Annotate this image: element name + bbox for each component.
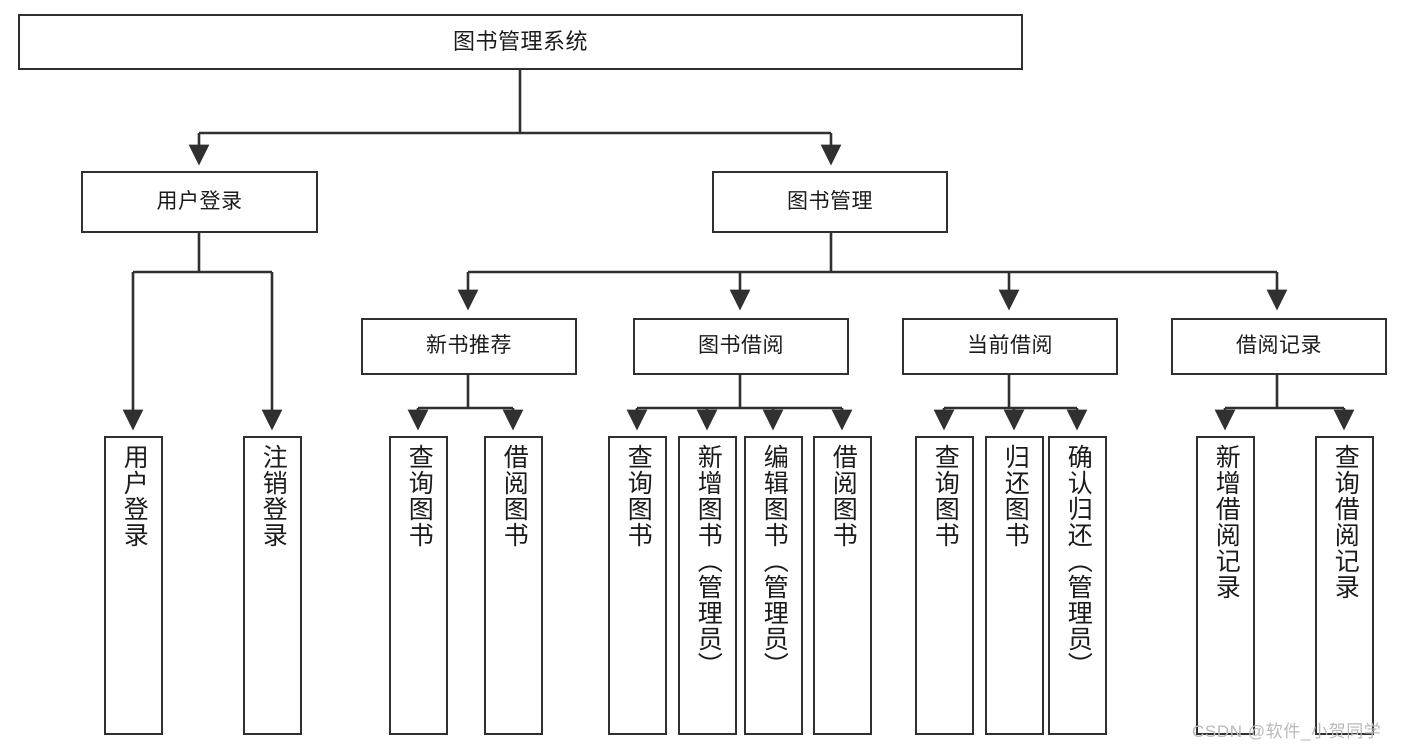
node-leaf-user-login-label: 用户登录 [120,444,149,548]
node-leaf-query-record-label: 查询借阅记录 [1331,444,1360,600]
node-leaf-borrow-book-1-label: 借阅图书 [500,444,529,548]
node-user-login-label: 用户登录 [156,189,243,213]
node-book-management-label: 图书管理 [787,189,873,213]
node-book-borrow-label: 图书借阅 [698,334,784,358]
node-root-label: 图书管理系统 [452,28,588,54]
node-leaf-add-record[interactable]: 新增借阅记录 [1196,436,1255,735]
node-new-book-recommend-label: 新书推荐 [426,334,512,358]
node-borrow-record-label: 借阅记录 [1236,334,1322,358]
node-leaf-add-record-label: 新增借阅记录 [1212,444,1241,600]
node-leaf-query-record[interactable]: 查询借阅记录 [1315,436,1374,735]
node-leaf-edit-book[interactable]: 编辑图书（管理员） [744,436,803,735]
node-leaf-query-book-2-label: 查询图书 [624,444,653,548]
node-leaf-query-book-1-label: 查询图书 [405,444,434,548]
node-new-book-recommend[interactable]: 新书推荐 [361,318,577,375]
node-current-borrow-label: 当前借阅 [967,334,1053,358]
node-user-login[interactable]: 用户登录 [81,171,318,233]
node-current-borrow[interactable]: 当前借阅 [902,318,1118,375]
node-leaf-return-book[interactable]: 归还图书 [985,436,1044,735]
node-leaf-return-book-label: 归还图书 [1001,444,1030,548]
node-leaf-add-book-label: 新增图书（管理员） [694,444,723,678]
node-borrow-record[interactable]: 借阅记录 [1171,318,1387,375]
node-root[interactable]: 图书管理系统 [18,14,1023,70]
node-leaf-borrow-book-2[interactable]: 借阅图书 [813,436,872,735]
node-leaf-logout-login-label: 注销登录 [259,444,288,548]
node-leaf-add-book[interactable]: 新增图书（管理员） [678,436,737,735]
node-leaf-user-login[interactable]: 用户登录 [104,436,163,735]
node-leaf-logout-login[interactable]: 注销登录 [243,436,302,735]
node-leaf-query-book-1[interactable]: 查询图书 [389,436,448,735]
node-leaf-confirm-return-label: 确认归还（管理员） [1064,444,1093,678]
node-leaf-query-book-3-label: 查询图书 [931,444,960,548]
node-leaf-borrow-book-2-label: 借阅图书 [829,444,858,548]
node-book-borrow[interactable]: 图书借阅 [633,318,849,375]
node-book-management[interactable]: 图书管理 [712,171,948,233]
node-leaf-confirm-return[interactable]: 确认归还（管理员） [1048,436,1107,735]
node-leaf-query-book-2[interactable]: 查询图书 [608,436,667,735]
node-leaf-query-book-3[interactable]: 查询图书 [915,436,974,735]
node-leaf-borrow-book-1[interactable]: 借阅图书 [484,436,543,735]
node-leaf-edit-book-label: 编辑图书（管理员） [760,444,789,678]
